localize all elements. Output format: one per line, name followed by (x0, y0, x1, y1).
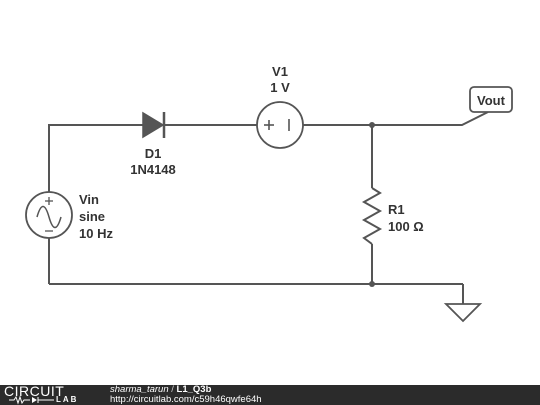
junction-top (369, 122, 375, 128)
dc-source-value: 1 V (270, 80, 290, 95)
resistor-zigzag (361, 187, 383, 245)
diode-name: D1 (145, 146, 162, 161)
brand-lab: LAB (56, 395, 79, 404)
source-name: Vin (79, 192, 99, 207)
diode-symbol (142, 111, 165, 139)
resistor-name: R1 (388, 202, 405, 217)
junction-bottom (369, 281, 375, 287)
brand-word: CIRCUIT (4, 383, 65, 399)
vout-text: Vout (477, 93, 506, 108)
dc-source-v1[interactable]: V1 1 V (256, 64, 304, 149)
vout-label[interactable]: Vout (469, 86, 513, 113)
footer-bar: CIRCUIT LAB sharma_tarun / L1_Q3b http:/… (0, 383, 540, 405)
diode-model: 1N4148 (130, 162, 176, 177)
source-frequency: 10 Hz (79, 226, 113, 241)
ground-icon (443, 303, 483, 323)
logo-circuit-mark-icon (9, 395, 54, 405)
wire-node-to-vout (372, 111, 489, 126)
wires (48, 111, 489, 304)
resistor-r1[interactable]: R1 100 Ω (361, 187, 424, 245)
project-name[interactable]: L1_Q3b (176, 384, 212, 395)
vout-box (469, 86, 513, 113)
circuit-schematic: D1 1N4148 V1 1 V Vin sine 10 Hz R1 100 Ω… (25, 64, 513, 323)
source-type: sine (79, 209, 105, 224)
circuit-url-link[interactable]: http://circuitlab.com/c59h46qwfe64h (110, 394, 262, 405)
dc-source-symbol (256, 101, 304, 149)
diode-d1[interactable]: D1 1N4148 (130, 111, 176, 177)
credit-separator: / (171, 384, 174, 395)
dc-source-name: V1 (272, 64, 288, 79)
resistor-value: 100 Ω (388, 219, 424, 234)
sine-wave-icon (36, 205, 62, 229)
ground-symbol (443, 303, 483, 323)
credit-line: sharma_tarun / L1_Q3b (110, 385, 211, 395)
author-name[interactable]: sharma_tarun (110, 384, 169, 395)
wire-top-left (48, 124, 143, 192)
sine-source-vin[interactable]: Vin sine 10 Hz (25, 191, 113, 241)
circuitlab-logo[interactable]: CIRCUIT LAB (4, 383, 96, 405)
